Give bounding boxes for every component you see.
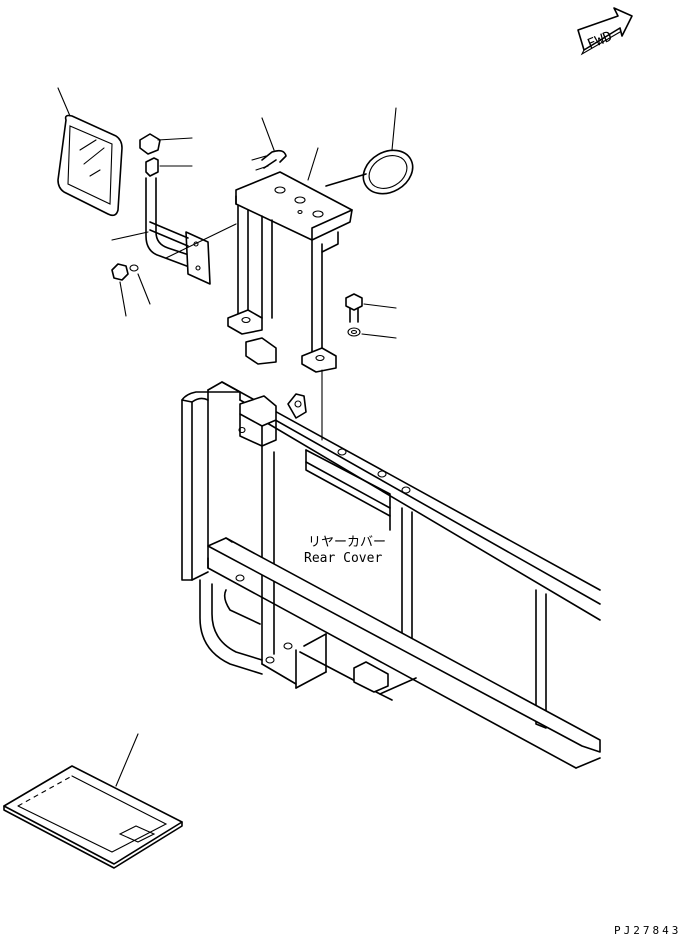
rear-cover-label-en: Rear Cover	[304, 551, 382, 566]
rear-cover-label-jp: リヤーカバー	[308, 535, 386, 550]
mirror-stay	[111, 133, 211, 285]
rectangular-mirror	[57, 114, 123, 217]
caution-plate	[3, 765, 183, 869]
u-bolt	[251, 149, 287, 171]
bolt-and-washer	[345, 293, 363, 337]
rear-cover-label: リヤーカバー Rear Cover	[304, 535, 386, 566]
drawing-code: PJ27843	[614, 924, 681, 937]
fwd-arrow: FWD	[577, 7, 633, 56]
mirror-bracket	[227, 171, 353, 441]
round-mirror	[325, 149, 414, 195]
leader-lines	[57, 87, 397, 787]
rear-cover-frame	[181, 381, 601, 769]
